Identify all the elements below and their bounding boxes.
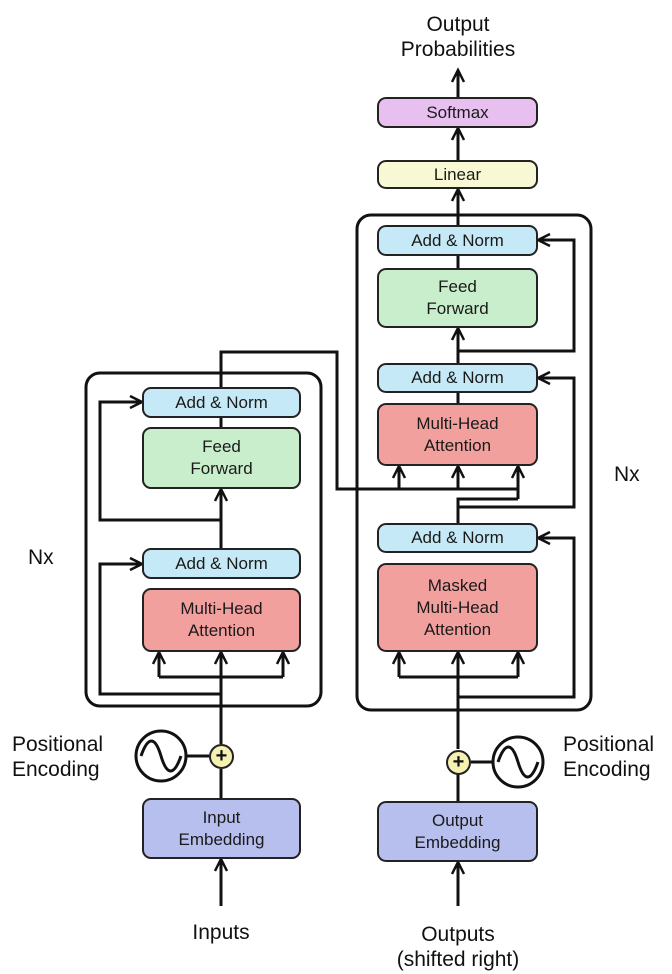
- encoder-add-norm-bottom: Add & Norm: [142, 548, 301, 579]
- decoder-add-norm-middle: Add & Norm: [377, 363, 538, 393]
- decoder-stack-frame: [355, 213, 593, 712]
- encoder-output-line: [219, 350, 518, 491]
- decoder-add-norm-bottom: Add & Norm: [377, 523, 538, 553]
- encoder-feed-forward: Feed Forward: [142, 427, 301, 489]
- inputs-label: Inputs: [192, 921, 250, 944]
- decoder-positional-encoding-label: Positional Encoding: [563, 733, 655, 781]
- encoder-positional-encoding-label: Positional Encoding: [12, 733, 104, 781]
- decoder-add-norm-top: Add & Norm: [377, 225, 538, 256]
- encoder-nx-label: Nx: [28, 546, 54, 569]
- sine-wave-icon: [491, 735, 545, 789]
- encoder-plus-icon: +: [209, 744, 234, 769]
- softmax-layer: Softmax: [377, 97, 538, 128]
- dec-norm1-to-attn-line: [456, 497, 518, 523]
- sine-wave-icon: [134, 729, 188, 783]
- decoder-multi-head-attention: Multi-Head Attention: [377, 403, 538, 466]
- dec-residual-2-arrow: [458, 370, 576, 509]
- decoder-masked-multi-head-attention: Masked Multi-Head Attention: [377, 563, 538, 652]
- output-probabilities-label: Output Probabilities: [400, 13, 516, 61]
- encoder-stack-frame: [84, 371, 323, 708]
- decoder-nx-label: Nx: [614, 463, 640, 486]
- outputs-label: Outputs (shifted right): [396, 923, 520, 971]
- input-embedding: Input Embedding: [142, 798, 301, 859]
- encoder-add-norm-top: Add & Norm: [142, 387, 301, 418]
- output-embedding: Output Embedding: [377, 801, 538, 862]
- enc-residual-1-arrow: [98, 556, 221, 696]
- enc-residual-2-arrow: [98, 394, 221, 522]
- dec-residual-3-arrow: [458, 232, 576, 353]
- encoder-multi-head-attention: Multi-Head Attention: [142, 588, 301, 652]
- decoder-plus-icon: +: [446, 750, 471, 775]
- dec-residual-1-arrow: [458, 530, 576, 699]
- linear-layer: Linear: [377, 160, 538, 189]
- decoder-feed-forward: Feed Forward: [377, 268, 538, 328]
